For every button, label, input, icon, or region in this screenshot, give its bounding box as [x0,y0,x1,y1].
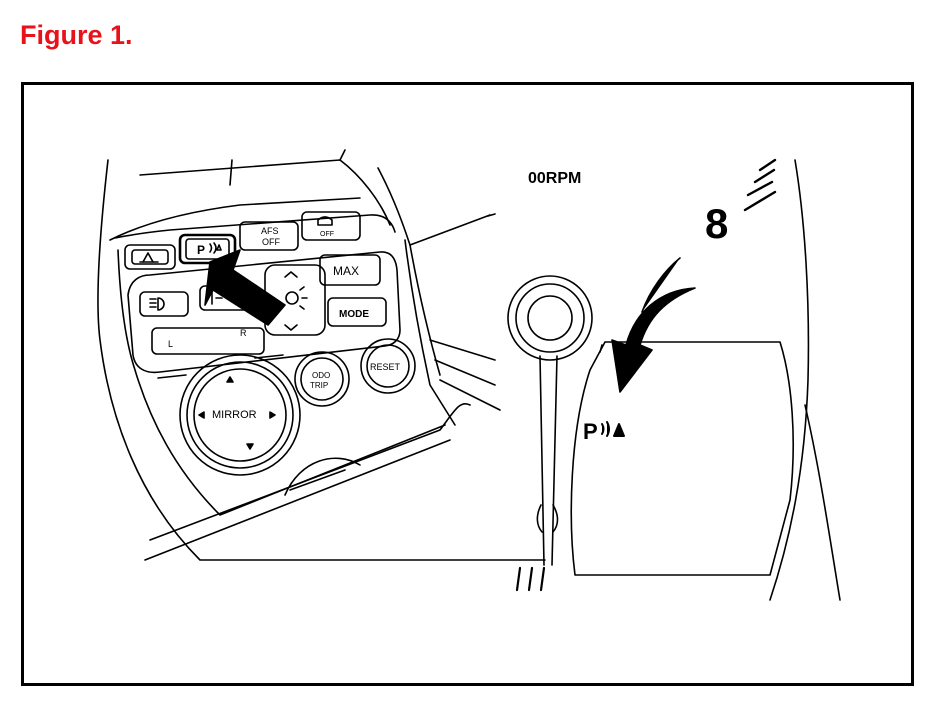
figure-frame [21,82,914,686]
odo-label-1: ODO [312,371,330,380]
figure-title: Figure 1. [20,20,133,50]
console-panel [97,149,546,561]
left-label: L [168,339,173,349]
reset-label: RESET [370,362,401,372]
odo-reset-buttons: ODO TRIP RESET [294,338,416,407]
right-label: R [240,328,247,338]
odo-label-2: TRIP [310,381,328,390]
mirror-control: MIRROR [179,354,301,476]
park-assist-button[interactable] [178,233,237,265]
vsc-off-label: OFF [320,231,334,238]
park-assist-indicator: P [583,419,598,444]
tach-number: 8 [705,200,728,247]
pointer-arrow-curved [611,257,696,393]
top-button-row: P AFS OFF OFF [124,211,361,270]
mode-label: MODE [339,309,369,320]
pointer-arrow-large [204,249,286,326]
mirror-label: MIRROR [212,409,257,421]
afs-label-1: AFS [261,226,279,236]
gauge-cluster: 00RPM 8 P [487,158,841,601]
afs-label-2: OFF [262,237,280,247]
rpm-label: 00RPM [528,170,581,187]
park-assist-label: P [197,243,205,257]
max-label: MAX [333,264,359,278]
